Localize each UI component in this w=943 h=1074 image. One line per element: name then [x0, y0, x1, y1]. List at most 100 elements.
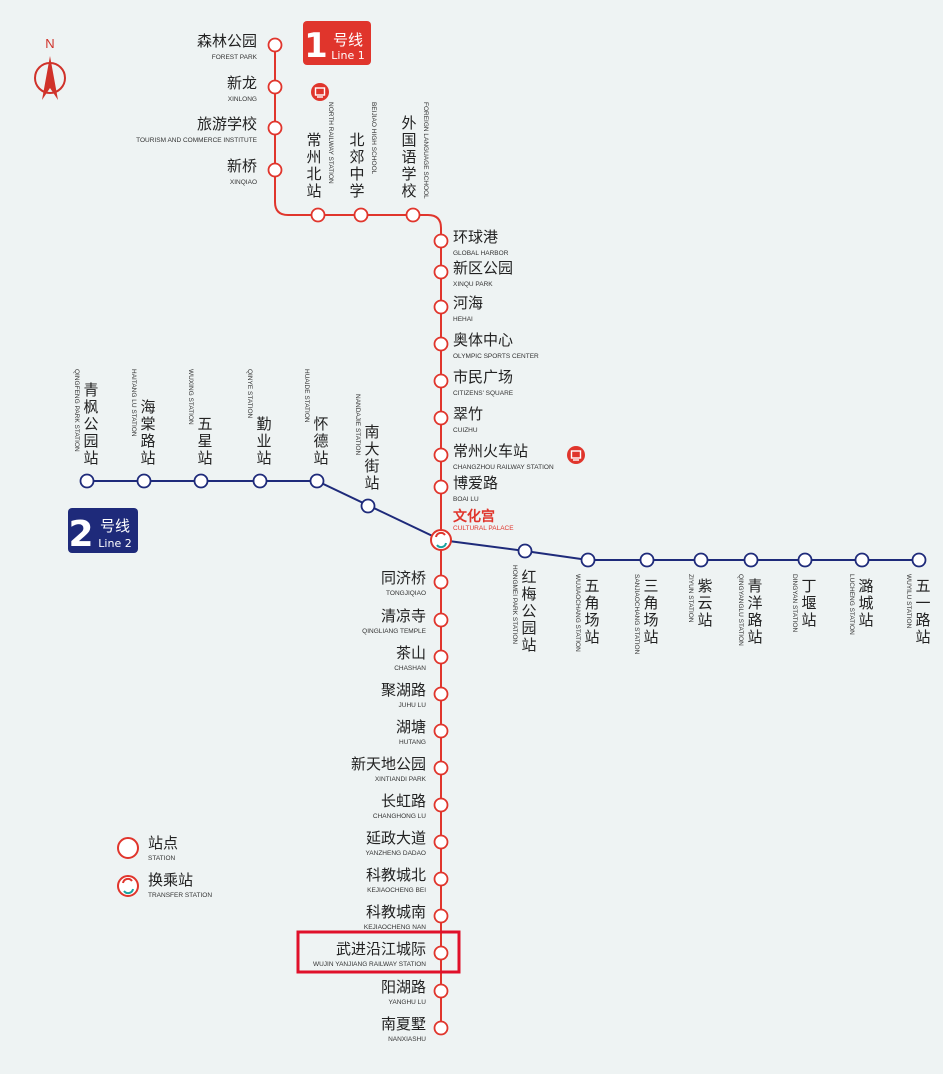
station-dot[interactable]	[433, 945, 449, 961]
transfer-station-cultural-palace[interactable]: 文化宫 CULTURAL PALACE	[430, 508, 514, 551]
station-dot[interactable]	[911, 552, 927, 568]
station-dot[interactable]	[353, 207, 369, 223]
station-label-en: HEHAI	[453, 316, 473, 323]
line1-badge-zh: 号线	[333, 31, 363, 49]
legend-station-zh: 站点	[148, 834, 178, 852]
station-dot[interactable]	[433, 336, 449, 352]
station-dot[interactable]	[433, 233, 449, 249]
station-dot[interactable]	[79, 473, 95, 489]
station-dot[interactable]	[433, 797, 449, 813]
station-dot[interactable]	[433, 649, 449, 665]
station-dot[interactable]	[360, 498, 376, 514]
station-dot[interactable]	[580, 552, 596, 568]
station-dot[interactable]	[433, 299, 449, 315]
station-dot[interactable]	[854, 552, 870, 568]
station-dot[interactable]	[405, 207, 421, 223]
station-dot[interactable]	[433, 1020, 449, 1036]
station-dot[interactable]	[433, 871, 449, 887]
station-dot[interactable]	[433, 908, 449, 924]
station-dot[interactable]	[743, 552, 759, 568]
station-label-en: QINGYANGLU STATION	[737, 574, 744, 646]
line1-badge: 1 号线 Line 1	[303, 21, 371, 66]
station-dot[interactable]	[433, 574, 449, 590]
station-dot[interactable]	[433, 264, 449, 280]
station-dot[interactable]	[310, 207, 326, 223]
station-label-en: JUHU LU	[399, 702, 427, 709]
station-line1[interactable]: 聚湖路 JUHU LU	[381, 681, 449, 709]
station-dot[interactable]	[433, 760, 449, 776]
station-dot[interactable]	[433, 479, 449, 495]
station-dot[interactable]	[433, 373, 449, 389]
station-label-en: WUXING STATION	[187, 369, 194, 425]
highlight-box	[296, 930, 461, 974]
station-dot[interactable]	[433, 686, 449, 702]
station-label-en: HAITANG LU STATION	[130, 369, 137, 437]
line2-badge: 2 号线 Line 2	[68, 508, 138, 555]
station-label-zh: 武进沿江城际	[336, 940, 426, 958]
station-dot[interactable]	[267, 120, 283, 136]
station-dot[interactable]	[433, 410, 449, 426]
station-dot[interactable]	[517, 543, 533, 559]
station-dot[interactable]	[267, 37, 283, 53]
station-dot[interactable]	[433, 834, 449, 850]
station-dot[interactable]	[433, 612, 449, 628]
station-dot[interactable]	[267, 79, 283, 95]
station-label-zh: 聚湖路	[381, 681, 426, 699]
station-dot[interactable]	[639, 552, 655, 568]
station-dot[interactable]	[252, 473, 268, 489]
station-dot[interactable]	[267, 162, 283, 178]
station-dot[interactable]	[433, 983, 449, 999]
station-dot[interactable]	[136, 473, 152, 489]
station-dot[interactable]	[797, 552, 813, 568]
station-label-zh: 延政大道	[366, 829, 426, 847]
station-dot[interactable]	[433, 723, 449, 739]
station-dot[interactable]	[693, 552, 709, 568]
station-dot[interactable]	[433, 447, 449, 463]
station-label-en: OLYMPIC SPORTS CENTER	[453, 353, 539, 360]
station-dot[interactable]	[193, 473, 209, 489]
station-dot[interactable]	[309, 473, 325, 489]
